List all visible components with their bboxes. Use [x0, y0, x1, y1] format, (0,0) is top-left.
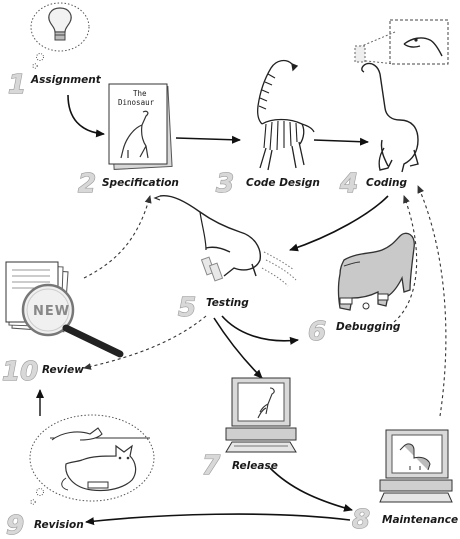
debugging-dinosaur-icon: [337, 232, 415, 311]
maintenance-computer-icon: [379, 429, 453, 503]
svg-text:2: 2: [78, 169, 96, 199]
document-icon: The Dinosaur: [108, 83, 173, 170]
step-4-label: Coding: [366, 177, 408, 189]
step-7-label: Release: [232, 460, 278, 472]
document-title-line2: Dinosaur: [118, 98, 155, 107]
skeleton-icon: [256, 59, 315, 171]
arrow-testing-to-release: [213, 317, 263, 379]
step-2-label: Specification: [102, 177, 179, 189]
step-5-label: Testing: [206, 297, 249, 309]
svg-text:10: 10: [2, 357, 38, 387]
step-6-number: 6: [307, 316, 326, 347]
step-10-label: Review: [42, 364, 84, 376]
arrow-maintenance-to-revision: [85, 513, 351, 526]
arrow-review-to-spec: [83, 195, 152, 279]
arrow-assignment-to-spec: [67, 94, 105, 138]
step-10-number: 10: [1, 356, 38, 387]
svg-text:4: 4: [339, 169, 358, 199]
arrow-maintenance-to-coding: [417, 185, 447, 417]
svg-text:5: 5: [178, 293, 196, 323]
svg-text:6: 6: [308, 317, 326, 347]
svg-text:1: 1: [8, 70, 26, 100]
arrow-design-to-coding: [313, 137, 369, 146]
computer-icon: [225, 377, 297, 453]
step-9-number: 9: [5, 510, 24, 539]
arrow-testing-to-review: [83, 315, 207, 370]
lightbulb-icon: [30, 2, 90, 69]
dinosaur-icon: [354, 19, 449, 173]
step-8-label: Maintenance: [382, 514, 458, 526]
cat-icon: [29, 414, 155, 505]
step-1-label: Assignment: [30, 74, 102, 86]
magnifier-icon: NEW: [5, 261, 124, 358]
svg-text:8: 8: [352, 505, 370, 535]
step-4-number: 4: [338, 168, 358, 199]
step-1-number: 1: [7, 69, 26, 100]
svg-text:9: 9: [6, 511, 24, 539]
step-9-label: Revision: [34, 519, 84, 531]
step-2-number: 2: [77, 168, 96, 199]
step-3-label: Code Design: [246, 177, 320, 189]
testing-dinosaur-icon: [153, 195, 297, 287]
document-title-line1: The: [133, 89, 147, 98]
arrow-debugging-to-coding: [393, 195, 418, 323]
arrow-spec-to-design: [175, 135, 241, 144]
svg-text:3: 3: [216, 169, 234, 199]
step-7-number: 7: [201, 450, 221, 481]
arrow-coding-to-testing: [289, 195, 389, 252]
step-6-label: Debugging: [336, 321, 401, 333]
review-stamp: NEW: [33, 304, 70, 319]
step-8-number: 8: [351, 504, 370, 535]
svg-text:7: 7: [202, 451, 221, 481]
step-3-number: 3: [215, 168, 234, 199]
arrow-release-to-maintenance: [269, 467, 353, 512]
step-5-number: 5: [177, 292, 196, 323]
arrow-testing-to-debugging: [221, 315, 299, 345]
